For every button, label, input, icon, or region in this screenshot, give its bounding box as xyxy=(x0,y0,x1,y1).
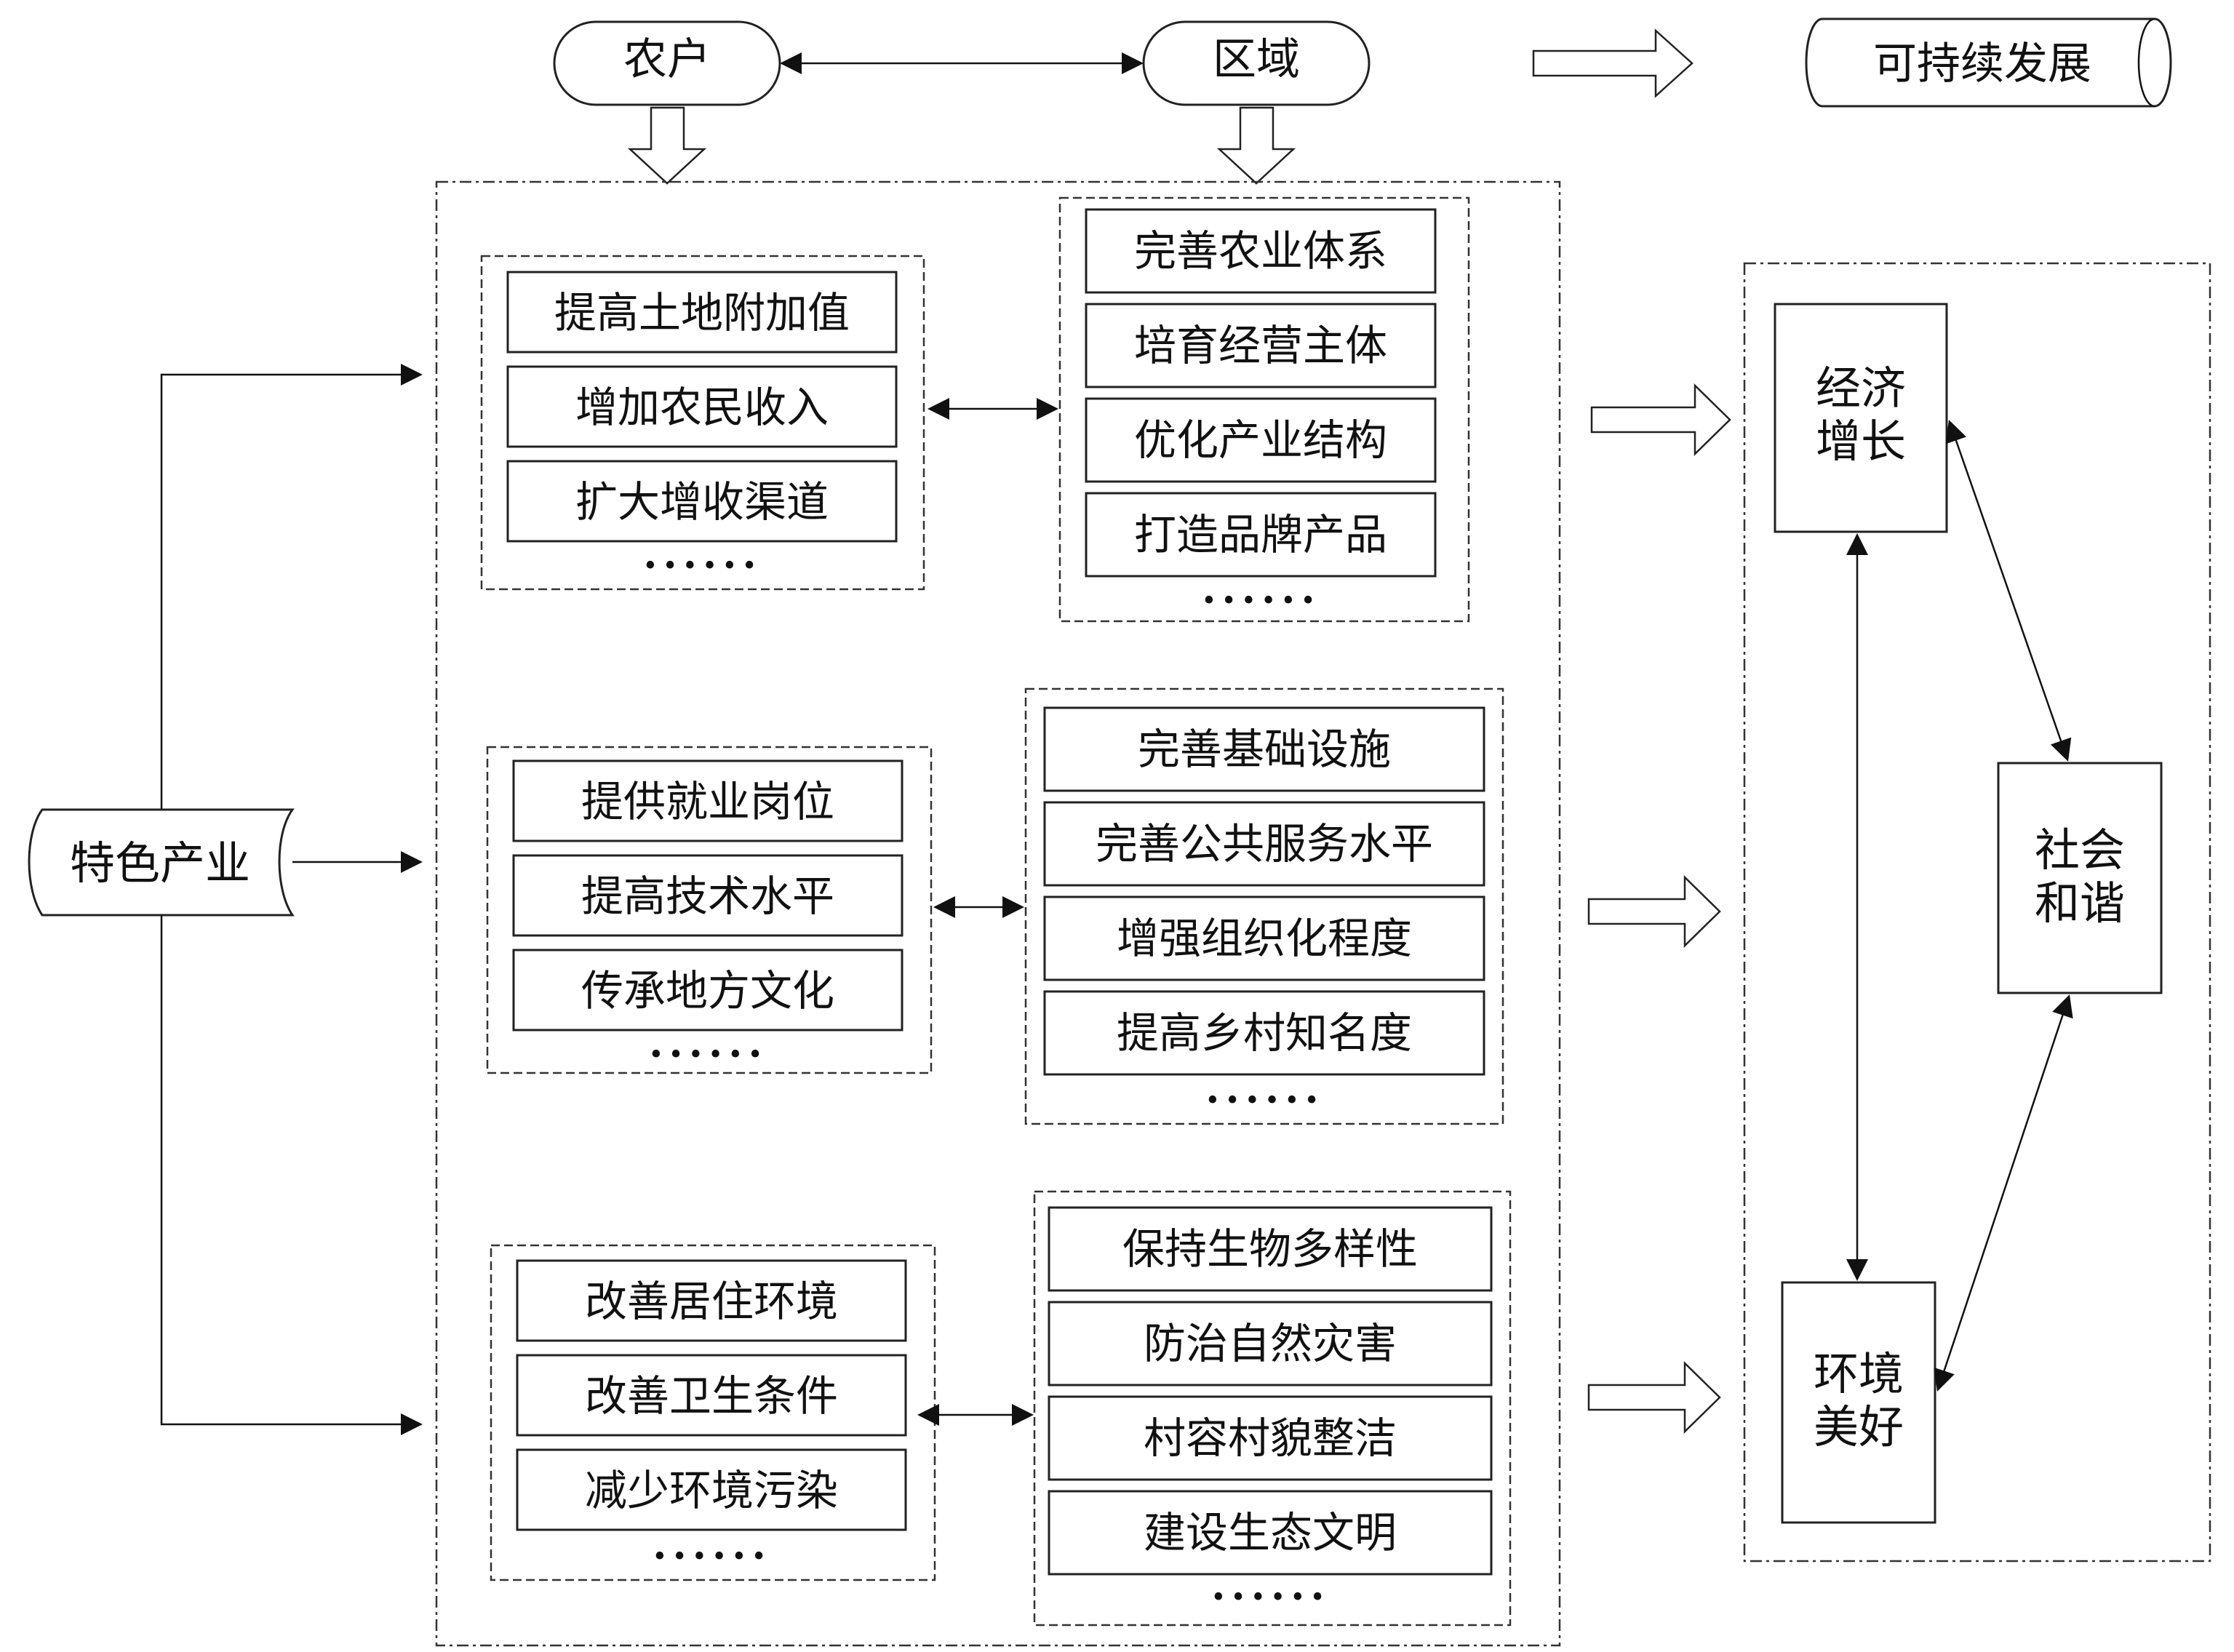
group1-left-frame xyxy=(480,255,925,591)
ellipsis: •••••• xyxy=(1201,586,1320,616)
group1-right-frame xyxy=(1058,196,1470,623)
list-item: 提供就业岗位 xyxy=(581,777,834,826)
list-item: 完善基础设施 xyxy=(1138,725,1391,774)
environment-node: 环境 美好 xyxy=(1781,1281,1936,1524)
ellipsis: •••••• xyxy=(648,1040,767,1070)
ellipsis: •••••• xyxy=(652,1542,770,1572)
list-item: 培育经营主体 xyxy=(1134,321,1387,370)
farmer-label: 农户 xyxy=(623,34,711,85)
group2-right-frame xyxy=(1024,687,1504,1125)
sustainable-development-label: 可持续发展 xyxy=(1873,39,2091,89)
bracket-top xyxy=(160,364,423,810)
society-label-line2: 和谐 xyxy=(2035,877,2125,930)
economy-node: 经济 增长 xyxy=(1774,303,1948,533)
environment-label-line1: 环境 xyxy=(1814,1347,1904,1400)
group3-right-frame xyxy=(1033,1190,1512,1627)
list-item: 改善卫生条件 xyxy=(585,1371,838,1421)
list-item: 提高乡村知名度 xyxy=(1117,1008,1412,1058)
list-item: 村容村貌整洁 xyxy=(1144,1413,1397,1463)
list-item: 优化产业结构 xyxy=(1134,415,1387,465)
arrow-to-sustainable xyxy=(1532,28,1694,98)
group1-right-items: 完善农业体系 培育经营主体 优化产业结构 打造品牌产品 •••••• xyxy=(1085,208,1437,616)
region-label: 区域 xyxy=(1213,34,1300,85)
industry-node: 特色产业 xyxy=(28,808,295,917)
farmer-node: 农户 xyxy=(553,20,781,106)
list-item: 建设生态文明 xyxy=(1144,1508,1397,1557)
bracket-bottom xyxy=(160,915,423,1435)
list-item: 提高技术水平 xyxy=(581,871,834,921)
sustainable-development-node: 可持续发展 xyxy=(1805,17,2172,108)
economy-label-line2: 增长 xyxy=(1816,415,1906,468)
economy-label-line1: 经济 xyxy=(1816,362,1906,415)
outcomes-container xyxy=(1743,262,2211,1563)
main-container xyxy=(435,180,1561,1647)
ellipsis: •••••• xyxy=(1210,1583,1329,1613)
industry-label: 特色产业 xyxy=(70,837,250,890)
arrow-down-region xyxy=(1216,106,1296,185)
list-item: 提高土地附加值 xyxy=(554,288,850,338)
list-item: 改善居住环境 xyxy=(585,1277,838,1326)
list-item: 完善农业体系 xyxy=(1134,226,1387,276)
region-node: 区域 xyxy=(1142,20,1371,106)
list-item: 减少环境污染 xyxy=(585,1466,838,1515)
list-item: 完善公共服务水平 xyxy=(1096,819,1433,869)
group2-left-frame xyxy=(486,746,933,1074)
list-item: 打造品牌产品 xyxy=(1134,510,1387,559)
arrow-down-farmer xyxy=(627,106,707,185)
society-node: 社会 和谐 xyxy=(1997,762,2163,994)
environment-society-link xyxy=(1934,994,2073,1392)
list-item: 增加农民收入 xyxy=(575,383,829,432)
list-item: 传承地方文化 xyxy=(581,966,834,1015)
arrow-to-economy xyxy=(1590,383,1731,456)
group2-right-items: 完善基础设施 完善公共服务水平 增强组织化程度 提高乡村知名度 •••••• xyxy=(1043,706,1485,1116)
group2-left-items: 提供就业岗位 提高技术水平 传承地方文化 •••••• xyxy=(512,759,903,1070)
list-item: 增强组织化程度 xyxy=(1117,914,1412,963)
environment-label-line2: 美好 xyxy=(1814,1400,1904,1453)
ellipsis: •••••• xyxy=(1205,1086,1323,1116)
ellipsis: •••••• xyxy=(642,551,761,581)
list-item: 保持生物多样性 xyxy=(1122,1224,1418,1274)
society-label-line1: 社会 xyxy=(2035,823,2125,877)
group3-left-items: 改善居住环境 改善卫生条件 减少环境污染 •••••• xyxy=(516,1259,907,1572)
group3-right-items: 保持生物多样性 防治自然灾害 村容村貌整洁 建设生态文明 •••••• xyxy=(1048,1206,1493,1613)
list-item: 扩大增收渠道 xyxy=(575,477,829,527)
arrow-to-society xyxy=(1587,875,1721,948)
group1-left-items: 提高土地附加值 增加农民收入 扩大增收渠道 •••••• xyxy=(506,271,898,581)
arrow-to-environment xyxy=(1587,1361,1721,1434)
list-item: 防治自然灾害 xyxy=(1144,1319,1397,1368)
economy-society-link xyxy=(1945,420,2072,762)
